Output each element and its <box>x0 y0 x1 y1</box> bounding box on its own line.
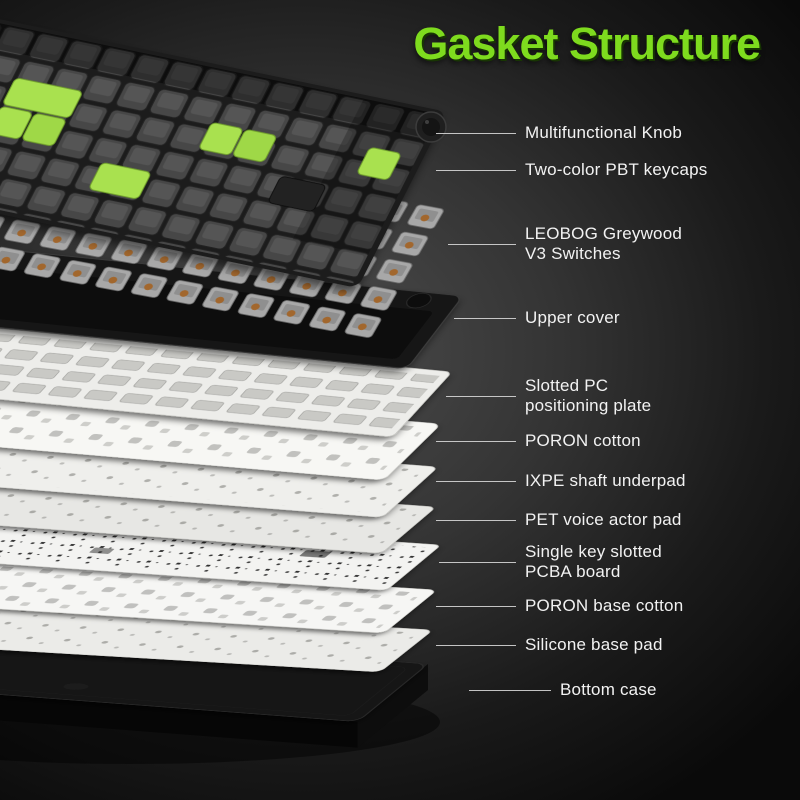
callout-line <box>436 169 516 171</box>
callout-label: Slotted PC positioning plate <box>525 376 652 415</box>
callout-label: Silicone base pad <box>525 635 663 654</box>
callout-switches: LEOBOG Greywood V3 Switches <box>448 224 682 264</box>
callout-positioning-plate: Slotted PC positioning plate <box>446 376 651 416</box>
callout-label: IXPE shaft underpad <box>525 471 686 490</box>
callout-line <box>448 243 516 245</box>
callout-label: LEOBOG Greywood V3 Switches <box>525 224 683 263</box>
callout-line <box>439 561 516 563</box>
callout-upper-cover: Upper cover <box>454 308 620 328</box>
callout-line <box>436 605 516 607</box>
callout-label: Single key slotted PCBA board <box>525 542 662 581</box>
callout-label: PET voice actor pad <box>525 510 682 529</box>
callout-line <box>436 480 516 482</box>
callout-label: PORON base cotton <box>525 596 684 615</box>
callout-poron-cotton: PORON cotton <box>436 431 641 451</box>
layer-keycaps <box>0 0 444 287</box>
page-title: Gasket Structure <box>413 18 761 69</box>
callout-line <box>436 644 516 646</box>
callout-label: Multifunctional Knob <box>525 123 683 142</box>
callout-line <box>446 395 516 397</box>
layer-bottom-case <box>0 622 428 748</box>
callout-pcba-board: Single key slotted PCBA board <box>439 542 662 582</box>
callout-line <box>469 689 551 691</box>
callout-label: Upper cover <box>525 308 620 327</box>
green-keycaps <box>0 78 401 199</box>
callout-line <box>436 440 516 442</box>
callout-label: Bottom case <box>560 680 657 699</box>
callout-line <box>454 317 516 319</box>
multifunctional-knob <box>415 111 447 143</box>
callout-silicone-base-pad: Silicone base pad <box>436 635 663 655</box>
callout-multifunctional-knob: Multifunctional Knob <box>436 123 682 143</box>
callout-pet-pad: PET voice actor pad <box>436 510 682 530</box>
callout-bottom-case: Bottom case <box>469 680 657 700</box>
callout-line <box>436 519 516 521</box>
callout-pbt-keycaps: Two-color PBT keycaps <box>436 160 707 180</box>
callout-poron-base-cotton: PORON base cotton <box>436 596 683 616</box>
callout-label: PORON cotton <box>525 431 641 450</box>
callout-ixpe-underpad: IXPE shaft underpad <box>436 471 686 491</box>
callout-label: Two-color PBT keycaps <box>525 160 708 179</box>
callout-line <box>436 132 516 134</box>
